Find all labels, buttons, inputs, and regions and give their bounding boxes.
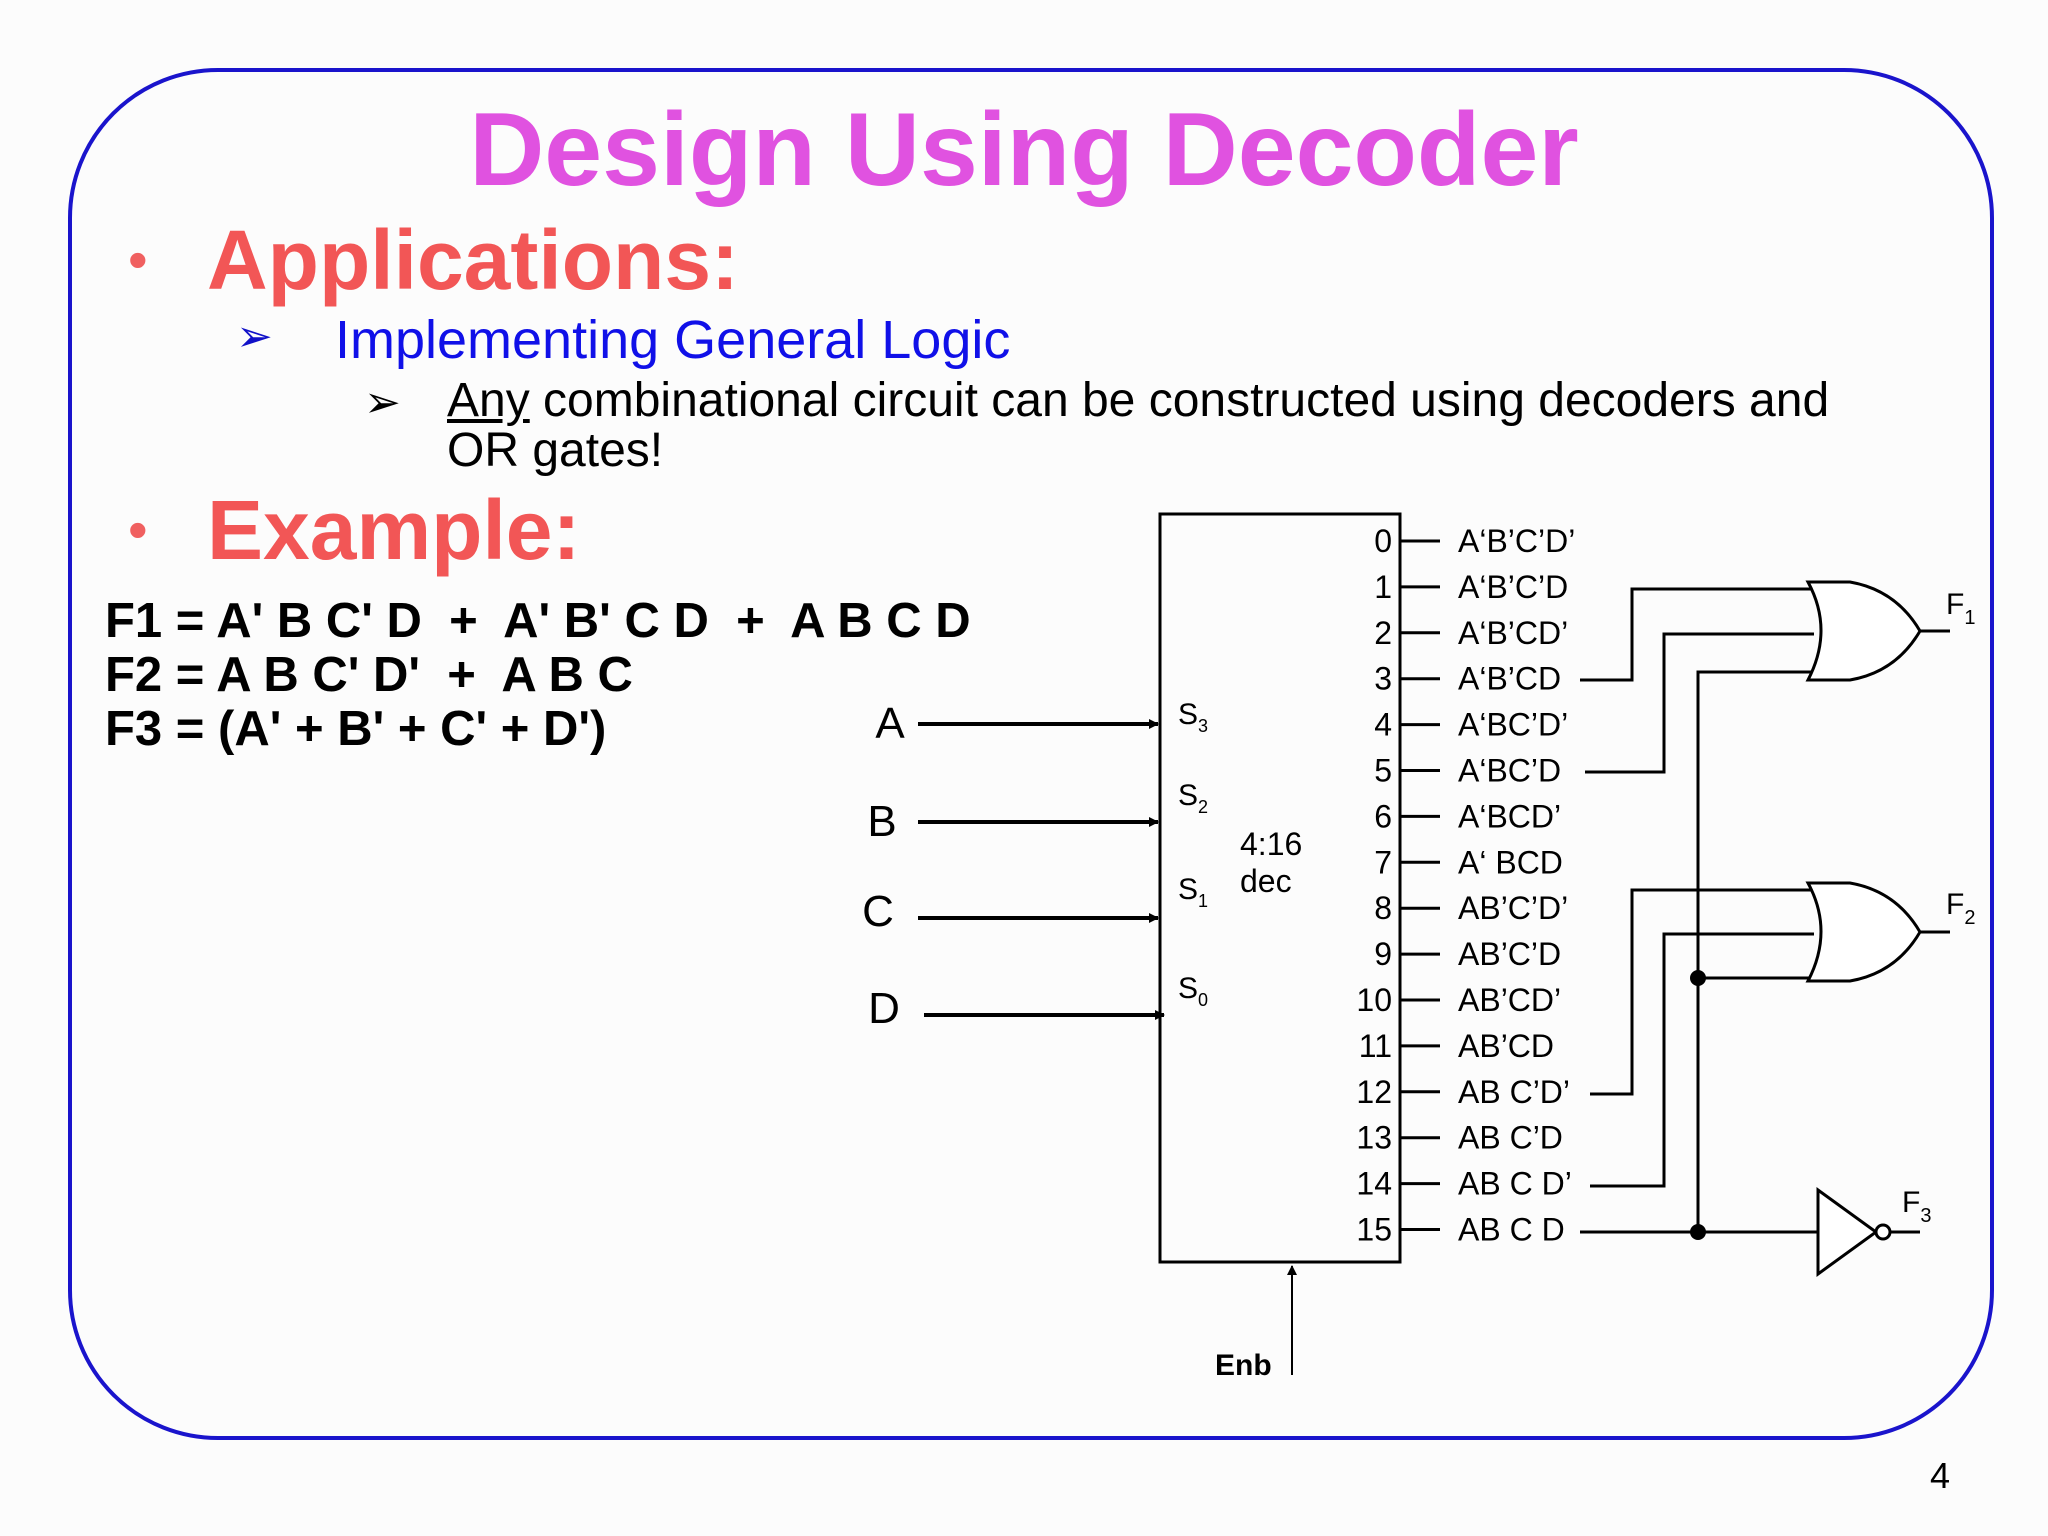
output-number: 14 (1356, 1166, 1392, 1202)
junction-dot (1690, 1224, 1706, 1240)
junction-dot (1690, 970, 1706, 986)
bullet-dot: • (128, 228, 148, 291)
minterm-label: AB’C’D’ (1458, 890, 1568, 926)
select-label-s2: S2 (1178, 779, 1208, 817)
input-label-a: A (875, 699, 905, 748)
gate-output-f1: F1 (1946, 588, 1975, 629)
minterm-label: AB C’D (1458, 1120, 1563, 1156)
minterm-label: AB’C’D (1458, 936, 1561, 972)
or-gate-f2-icon (1805, 881, 1950, 983)
f1-wiring (1580, 587, 1820, 1232)
minterm-label: A‘B’CD (1458, 661, 1561, 697)
output-number: 11 (1359, 1028, 1392, 1064)
minterm-label: AB’CD (1458, 1028, 1554, 1064)
page-number: 4 (1930, 1455, 1951, 1496)
minterm-label: A‘ BCD (1458, 844, 1563, 880)
output-number: 5 (1374, 753, 1392, 789)
minterm-label: AB C’D’ (1458, 1074, 1570, 1110)
sub-sub-rest: combinational circuit can be constructed… (447, 374, 1830, 477)
output-number: 1 (1374, 569, 1392, 605)
select-label-s3: S3 (1178, 698, 1208, 736)
gate-output-f2: F2 (1946, 888, 1975, 929)
arrow-bullet-icon: ➢ (236, 312, 273, 361)
minterm-label: AB’CD’ (1458, 982, 1561, 1018)
input-label-c: C (862, 887, 894, 936)
minterm-label: A‘B’CD’ (1458, 615, 1568, 651)
decoder-outputs: 0 A‘B’C’D’ 1 A‘B’C’D 2 A‘B’CD’ 3 A‘B’CD 4 A‘BC’D’… (1356, 523, 1575, 1248)
input-label-b: B (867, 797, 896, 846)
output-number: 12 (1356, 1074, 1392, 1110)
slide-frame (68, 68, 1994, 1440)
equation-f3: F3 = (A' + B' + C' + D') (105, 702, 607, 756)
underlined-word: Any (447, 374, 530, 427)
minterm-label: A‘B’C’D’ (1458, 523, 1575, 559)
output-number: 6 (1374, 798, 1392, 834)
minterm-label: A‘BCD’ (1458, 798, 1561, 834)
decoder-type-label: dec (1240, 863, 1292, 899)
decoder-type-label: 4:16 (1240, 826, 1302, 862)
sub-sub-bullet-text: Any combinational circuit can be constru… (447, 376, 1867, 476)
output-number: 8 (1374, 890, 1392, 926)
output-number: 10 (1356, 982, 1392, 1018)
minterm-label: A‘BC’D (1458, 753, 1561, 789)
output-number: 4 (1374, 707, 1392, 743)
bullet-dot: • (128, 498, 148, 561)
or-gate-f1-icon (1805, 580, 1950, 682)
applications-heading: Applications: (207, 213, 740, 307)
arrow-bullet-icon: ➢ (364, 378, 401, 427)
gate-output-f3: F3 (1902, 1186, 1931, 1227)
minterm-label: AB C D’ (1458, 1166, 1572, 1202)
sub-bullet-general-logic: Implementing General Logic (335, 310, 1011, 370)
decoder-box (1158, 512, 1402, 1264)
output-number: 15 (1356, 1212, 1392, 1248)
input-label-d: D (868, 984, 900, 1033)
not-gate-f3-icon (1816, 1187, 1920, 1277)
minterm-label: A‘BC’D’ (1458, 707, 1568, 743)
minterm-label: AB C D (1458, 1212, 1565, 1248)
output-number: 2 (1374, 615, 1392, 651)
example-heading: Example: (207, 483, 581, 577)
output-number: 0 (1374, 523, 1392, 559)
output-number: 9 (1374, 936, 1392, 972)
minterm-label: A‘B’C’D (1458, 569, 1568, 605)
enable-label: Enb (1215, 1349, 1272, 1382)
output-number: 7 (1374, 844, 1392, 880)
f2-wiring (1590, 888, 1814, 1188)
select-label-s1: S1 (1178, 873, 1208, 911)
select-label-s0: S0 (1178, 972, 1208, 1010)
output-number: 3 (1374, 661, 1392, 697)
equation-f1: F1 = A' B C' D + A' B' C D + A B C D (105, 594, 971, 648)
equation-f2: F2 = A B C' D' + A B C (105, 648, 633, 702)
output-number: 13 (1356, 1120, 1392, 1156)
slide-title: Design Using Decoder (469, 92, 1579, 208)
